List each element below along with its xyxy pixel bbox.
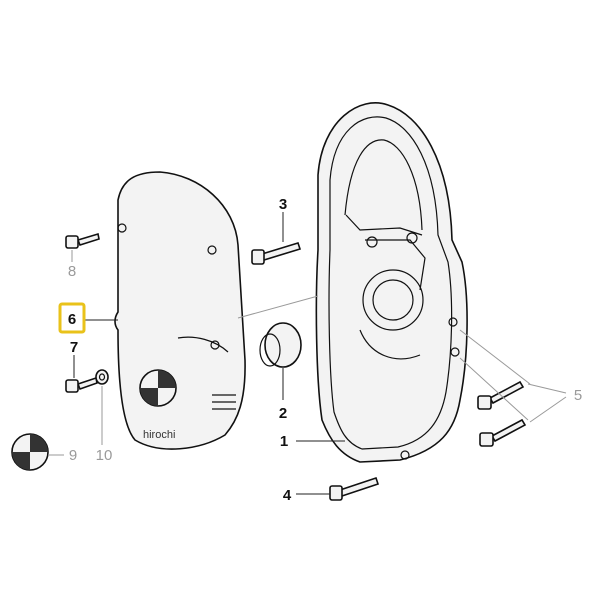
part-10-washer xyxy=(95,369,109,385)
callout-6: 6 xyxy=(68,311,76,328)
part-4-bolt xyxy=(329,476,380,501)
part-3-bolt xyxy=(251,242,302,265)
part-5-bolts xyxy=(477,380,527,447)
leader-lines xyxy=(48,212,567,495)
highlight-box xyxy=(58,302,86,334)
callout-9: 9 xyxy=(69,447,77,464)
part-2-seal xyxy=(259,322,302,368)
callout-3: 3 xyxy=(279,196,287,213)
part-9-emblem xyxy=(11,433,49,471)
callout-1: 1 xyxy=(280,433,288,450)
emblem-on-cover xyxy=(139,369,177,407)
part-8-screw xyxy=(65,232,100,249)
callout-8: 8 xyxy=(68,263,76,280)
part-7-screw xyxy=(65,376,98,393)
watermark-text: hirochi xyxy=(143,429,175,441)
callout-7: 7 xyxy=(70,339,78,356)
callout-4: 4 xyxy=(283,487,292,504)
callout-2: 2 xyxy=(279,405,287,422)
callout-10: 10 xyxy=(96,447,113,464)
part-1-housing xyxy=(315,102,468,463)
timing-cover xyxy=(114,171,246,450)
callout-5: 5 xyxy=(574,387,582,404)
